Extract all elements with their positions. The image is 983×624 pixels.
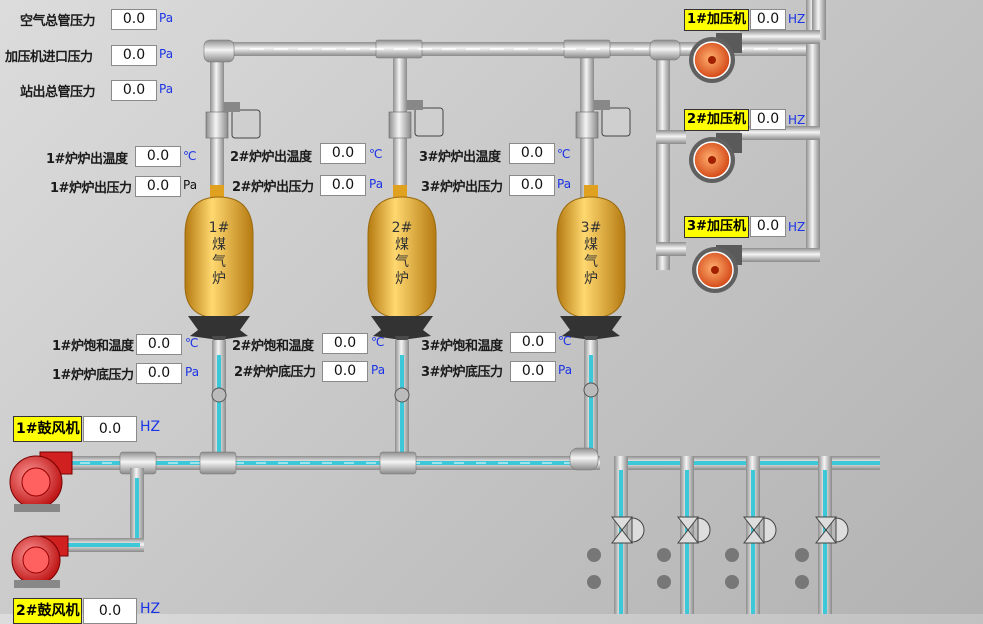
booster-1-freq-unit: HZ	[788, 12, 806, 26]
booster-manifold	[649, 0, 826, 270]
blower-1-label[interactable]: 1#鼓风机	[13, 416, 83, 442]
furnace-1-bottom-press-unit: Pa	[185, 365, 200, 379]
booster-2-freq-unit: HZ	[788, 113, 806, 127]
booster-fan-2[interactable]	[689, 133, 742, 183]
blower-1[interactable]	[9, 451, 73, 512]
furnace-2-outlet-temp-unit: ℃	[369, 147, 383, 161]
furnace-2-bottom-press-unit: Pa	[371, 363, 386, 377]
furnace-3-outlet-temp-label: 3#炉炉出温度	[419, 150, 501, 165]
booster-1-label[interactable]: 1#加压机	[684, 9, 749, 31]
booster-1-freq-value: 0.0	[750, 9, 786, 30]
furnace-3-outlet-temp-unit: ℃	[557, 147, 571, 161]
furnace-3-outlet-temp-value: 0.0	[509, 143, 555, 164]
air-supply-pipes	[60, 340, 600, 552]
booster-3-freq-value: 0.0	[750, 216, 786, 237]
blower-2-freq-unit: HZ	[140, 601, 161, 617]
booster-2-freq-value: 0.0	[750, 109, 786, 130]
furnace-1-tag: 1#煤气炉	[208, 220, 230, 287]
booster-3-freq-unit: HZ	[788, 220, 806, 234]
air-main-pressure-unit: Pa	[159, 11, 174, 25]
furnace-1-outlet-temp-unit: ℃	[183, 149, 197, 163]
furnace-1-outlet-temp-label: 1#炉炉出温度	[46, 152, 128, 167]
booster-fan-3[interactable]	[692, 245, 742, 293]
furnace-3-bottom-press-label: 3#炉炉底压力	[421, 365, 503, 380]
furnace-1-outlet-temp-value: 0.0	[135, 146, 181, 167]
furnace-2-sat-temp-label: 2#炉饱和温度	[232, 339, 314, 354]
furnace-2[interactable]	[367, 185, 437, 356]
station-outlet-pressure-unit: Pa	[159, 82, 174, 96]
blower-2-label[interactable]: 2#鼓风机	[13, 598, 83, 624]
furnace-3-sat-temp-unit: ℃	[558, 334, 572, 348]
furnace-3-bottom-press-value: 0.0	[510, 361, 556, 382]
blower-1-freq-value: 0.0	[83, 416, 137, 442]
furnace-3-sat-temp-label: 3#炉饱和温度	[421, 339, 503, 354]
outlet-valve-1[interactable]	[205, 102, 261, 139]
blower-2-freq-value: 0.0	[83, 598, 137, 624]
furnace-3[interactable]	[556, 185, 626, 356]
furnace-3-sat-temp-value: 0.0	[510, 332, 556, 353]
furnace-3-outlet-press-value: 0.0	[509, 175, 555, 196]
furnace-3-tag: 3#煤气炉	[580, 220, 602, 287]
station-outlet-pressure-value: 0.0	[111, 80, 157, 101]
water-distribution	[587, 456, 880, 614]
booster-inlet-pressure-value: 0.0	[111, 45, 157, 66]
furnace-1-outlet-press-label: 1#炉炉出压力	[50, 181, 132, 196]
booster-2-label[interactable]: 2#加压机	[684, 109, 749, 131]
furnace-2-tag: 2#煤气炉	[391, 220, 413, 287]
furnace-2-sat-temp-unit: ℃	[371, 335, 385, 349]
furnace-1-sat-temp-label: 1#炉饱和温度	[52, 339, 134, 354]
furnace-3-outlet-press-label: 3#炉炉出压力	[421, 180, 503, 195]
outlet-valve-3[interactable]	[575, 100, 631, 139]
furnace-2-outlet-press-unit: Pa	[369, 177, 384, 191]
furnace-1-outlet-press-value: 0.0	[135, 176, 181, 197]
furnace-1-sat-temp-value: 0.0	[136, 334, 182, 355]
furnace-1-sat-temp-unit: ℃	[185, 336, 199, 350]
furnace-2-bottom-press-value: 0.0	[322, 361, 368, 382]
furnace-3-bottom-press-unit: Pa	[558, 363, 573, 377]
furnace-1[interactable]	[184, 185, 254, 356]
furnace-1-outlet-press-unit: Pa	[183, 178, 198, 192]
blower-2[interactable]	[11, 535, 69, 588]
furnace-3-outlet-press-unit: Pa	[557, 177, 572, 191]
booster-fan-1[interactable]	[689, 33, 742, 83]
booster-3-label[interactable]: 3#加压机	[684, 216, 749, 238]
station-outlet-pressure-label: 站出总管压力	[20, 85, 96, 100]
booster-inlet-pressure-unit: Pa	[159, 47, 174, 61]
air-main-pressure-label: 空气总管压力	[20, 14, 96, 29]
furnace-2-outlet-press-value: 0.0	[320, 175, 366, 196]
furnace-2-sat-temp-value: 0.0	[322, 333, 368, 354]
furnace-1-bottom-press-label: 1#炉炉底压力	[52, 368, 134, 383]
outlet-valve-2[interactable]	[388, 100, 444, 139]
booster-inlet-pressure-label: 加压机进口压力	[5, 50, 93, 65]
blower-1-freq-unit: HZ	[140, 419, 161, 435]
furnace-2-outlet-press-label: 2#炉炉出压力	[232, 180, 314, 195]
furnace-2-bottom-press-label: 2#炉炉底压力	[234, 365, 316, 380]
furnace-2-outlet-temp-value: 0.0	[320, 143, 366, 164]
air-main-pressure-value: 0.0	[111, 9, 157, 30]
furnace-1-bottom-press-value: 0.0	[136, 363, 182, 384]
furnace-2-outlet-temp-label: 2#炉炉出温度	[230, 150, 312, 165]
